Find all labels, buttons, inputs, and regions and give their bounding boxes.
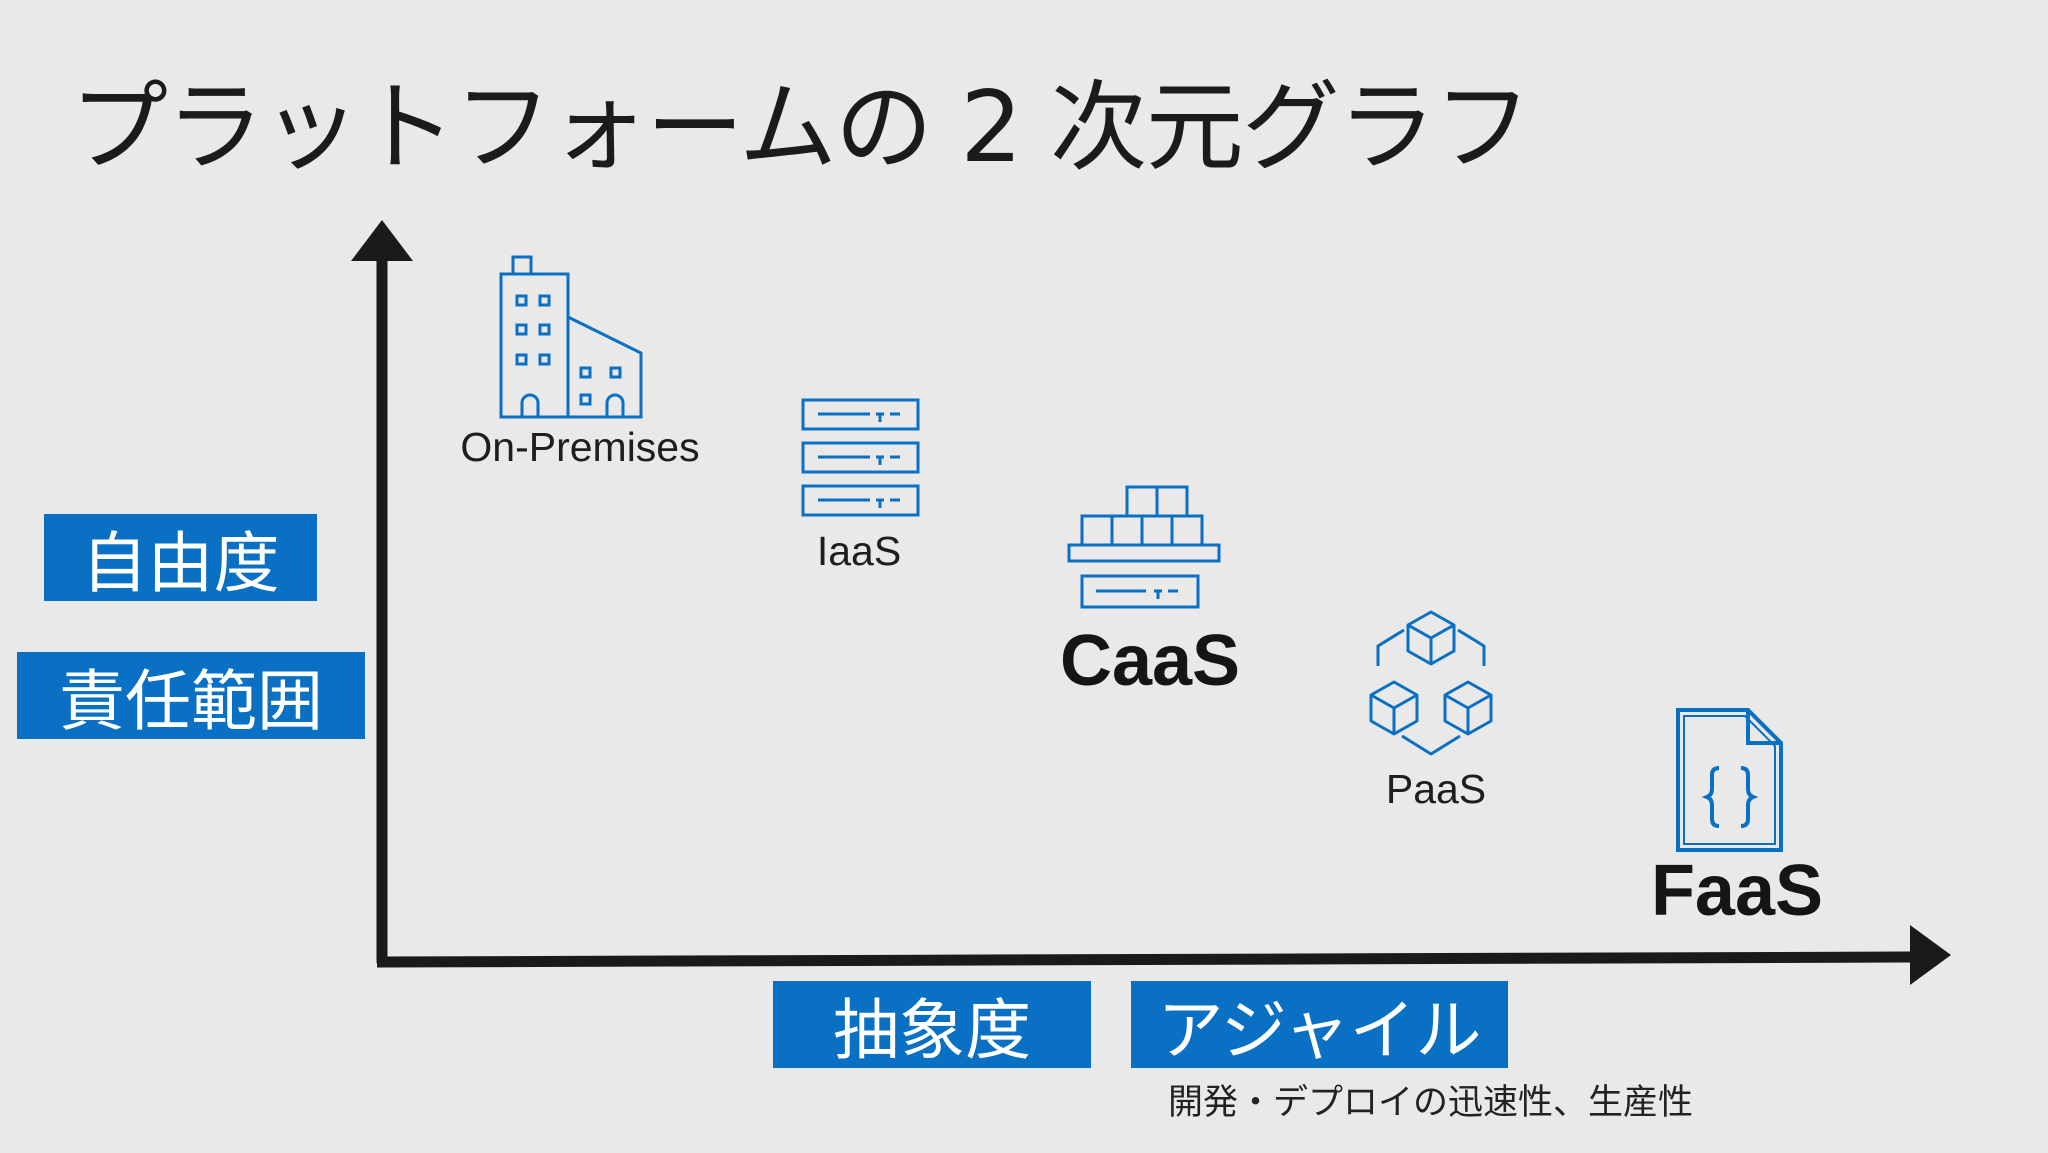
y-label-freedom: 自由度 (44, 514, 317, 602)
x-axis-line (376, 951, 1916, 968)
x-label-agile: アジャイル (1131, 981, 1508, 1069)
platform-label-on-premises: On-Premises (460, 424, 700, 470)
page-title: プラットフォームの 2 次元グラフ (70, 71, 1532, 185)
function-document-icon (1676, 708, 1783, 852)
platform-label-iaas: IaaS (816, 528, 902, 574)
x-axis-arrowhead (1910, 925, 1951, 985)
platform-label-paas: PaaS (1385, 766, 1487, 812)
server-rack-icon (801, 398, 920, 517)
x-label-abstraction: 抽象度 (773, 981, 1091, 1069)
y-label-responsibility: 責任範囲 (17, 652, 365, 740)
connected-cubes-icon (1369, 610, 1493, 756)
building-icon (499, 255, 643, 419)
platform-label-faas: FaaS (1650, 851, 1824, 931)
container-stack-icon (1067, 485, 1221, 609)
y-axis-arrowhead (351, 220, 413, 261)
platform-label-caas: CaaS (1059, 621, 1241, 701)
x-axis-note: 開発・デプロイの迅速性、生産性 (1168, 1083, 1694, 1123)
